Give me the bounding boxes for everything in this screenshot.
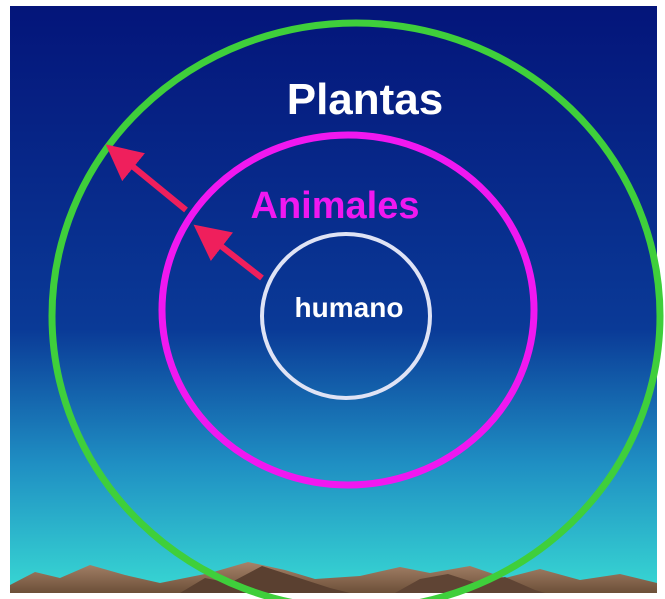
plantas-label: Plantas [287,75,444,124]
humano-label: humano [295,292,404,323]
animales-label: Animales [251,185,420,227]
